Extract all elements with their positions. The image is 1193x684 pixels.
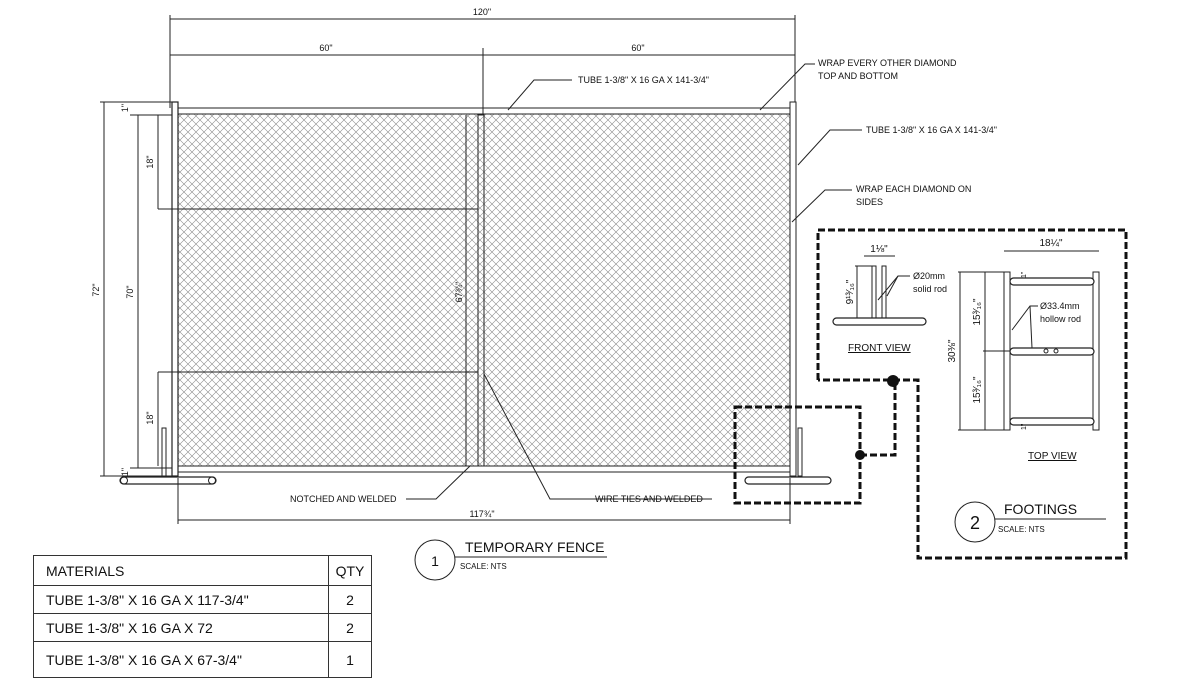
detail-number-2: 2 [970, 513, 980, 533]
header-materials: MATERIALS [33, 555, 329, 586]
table-row: TUBE 1-3/8" X 16 GA X 72 2 [33, 613, 372, 642]
dim-70: 70" [125, 285, 135, 298]
header-qty: QTY [328, 555, 372, 586]
top-total: 30⅜" [947, 339, 958, 362]
footings-scale: SCALE: NTS [998, 525, 1045, 534]
top-rod-2: hollow rod [1040, 314, 1081, 324]
note-wrap-side-1: WRAP EACH DIAMOND ON [856, 184, 971, 194]
qty-cell: 2 [328, 585, 372, 614]
footings-detail-box [816, 228, 1128, 560]
dim-1-top: 1" [120, 104, 130, 112]
table-row: TUBE 1-3/8" X 16 GA X 67-3/4" 1 [33, 641, 372, 678]
top-half-top: 15³⁄₁₆" [972, 298, 983, 326]
dim-72: 72" [91, 283, 101, 296]
detail-number-1: 1 [431, 553, 439, 569]
note-top-rail: TUBE 1-3/8" X 16 GA X 141-3/4" [578, 75, 709, 85]
dim-120: 120" [473, 7, 491, 17]
detail-number-circle-1 [414, 539, 456, 581]
dim-60-right: 60" [631, 43, 644, 53]
dim-18-bottom: 18" [145, 411, 155, 424]
table-header-row: MATERIALS QTY [33, 555, 372, 586]
dim-60-left: 60" [319, 43, 332, 53]
top-rod-1: Ø33.4mm [1040, 301, 1080, 311]
fence-title: TEMPORARY FENCE [465, 539, 605, 555]
dim-18-top: 18" [145, 155, 155, 168]
top-width: 18¼" [1039, 237, 1062, 249]
note-notched: NOTCHED AND WELDED [290, 494, 397, 504]
material-cell: TUBE 1-3/8" X 16 GA X 72 [33, 613, 329, 642]
note-side-tube: TUBE 1-3/8" X 16 GA X 141-3/4" [866, 125, 997, 135]
top-view-drawing [958, 250, 1100, 431]
fence-scale: SCALE: NTS [460, 562, 507, 571]
leader-lines [406, 63, 862, 500]
front-rod-2: solid rod [913, 284, 947, 294]
top-gap-bottom: 1" [1021, 423, 1028, 430]
note-wrap-top-1: WRAP EVERY OTHER DIAMOND [818, 58, 957, 68]
front-width: 1⅛" [870, 244, 888, 255]
dim-1-bottom: 1" [120, 468, 130, 476]
top-half-bottom: 15³⁄₁₆" [972, 376, 983, 404]
note-wrap-top-2: TOP AND BOTTOM [818, 71, 898, 81]
note-wire-ties: WIRE TIES AND WELDED [595, 494, 703, 504]
dimension-lines [100, 15, 796, 524]
top-view-label: TOP VIEW [1028, 451, 1077, 462]
qty-cell: 1 [328, 641, 372, 678]
dim-67: 67¾" [454, 282, 464, 303]
front-height: 9¹³⁄₁₆" [845, 279, 856, 304]
callout-connector [860, 381, 897, 457]
detail-number-circle-2 [954, 501, 996, 543]
front-rod-1: Ø20mm [913, 271, 945, 281]
material-cell: TUBE 1-3/8" X 16 GA X 117-3/4" [33, 585, 329, 614]
note-wrap-side-2: SIDES [856, 197, 883, 207]
front-view-label: FRONT VIEW [848, 343, 911, 354]
footings-title: FOOTINGS [1004, 501, 1077, 517]
material-cell: TUBE 1-3/8" X 16 GA X 67-3/4" [33, 641, 329, 678]
qty-cell: 2 [328, 613, 372, 642]
dim-117: 117¾" [469, 509, 494, 519]
front-view-drawing [832, 255, 927, 326]
top-gap-top: 1" [1021, 271, 1028, 278]
materials-table: MATERIALS QTY TUBE 1-3/8" X 16 GA X 117-… [33, 555, 372, 678]
table-row: TUBE 1-3/8" X 16 GA X 117-3/4" 2 [33, 585, 372, 614]
